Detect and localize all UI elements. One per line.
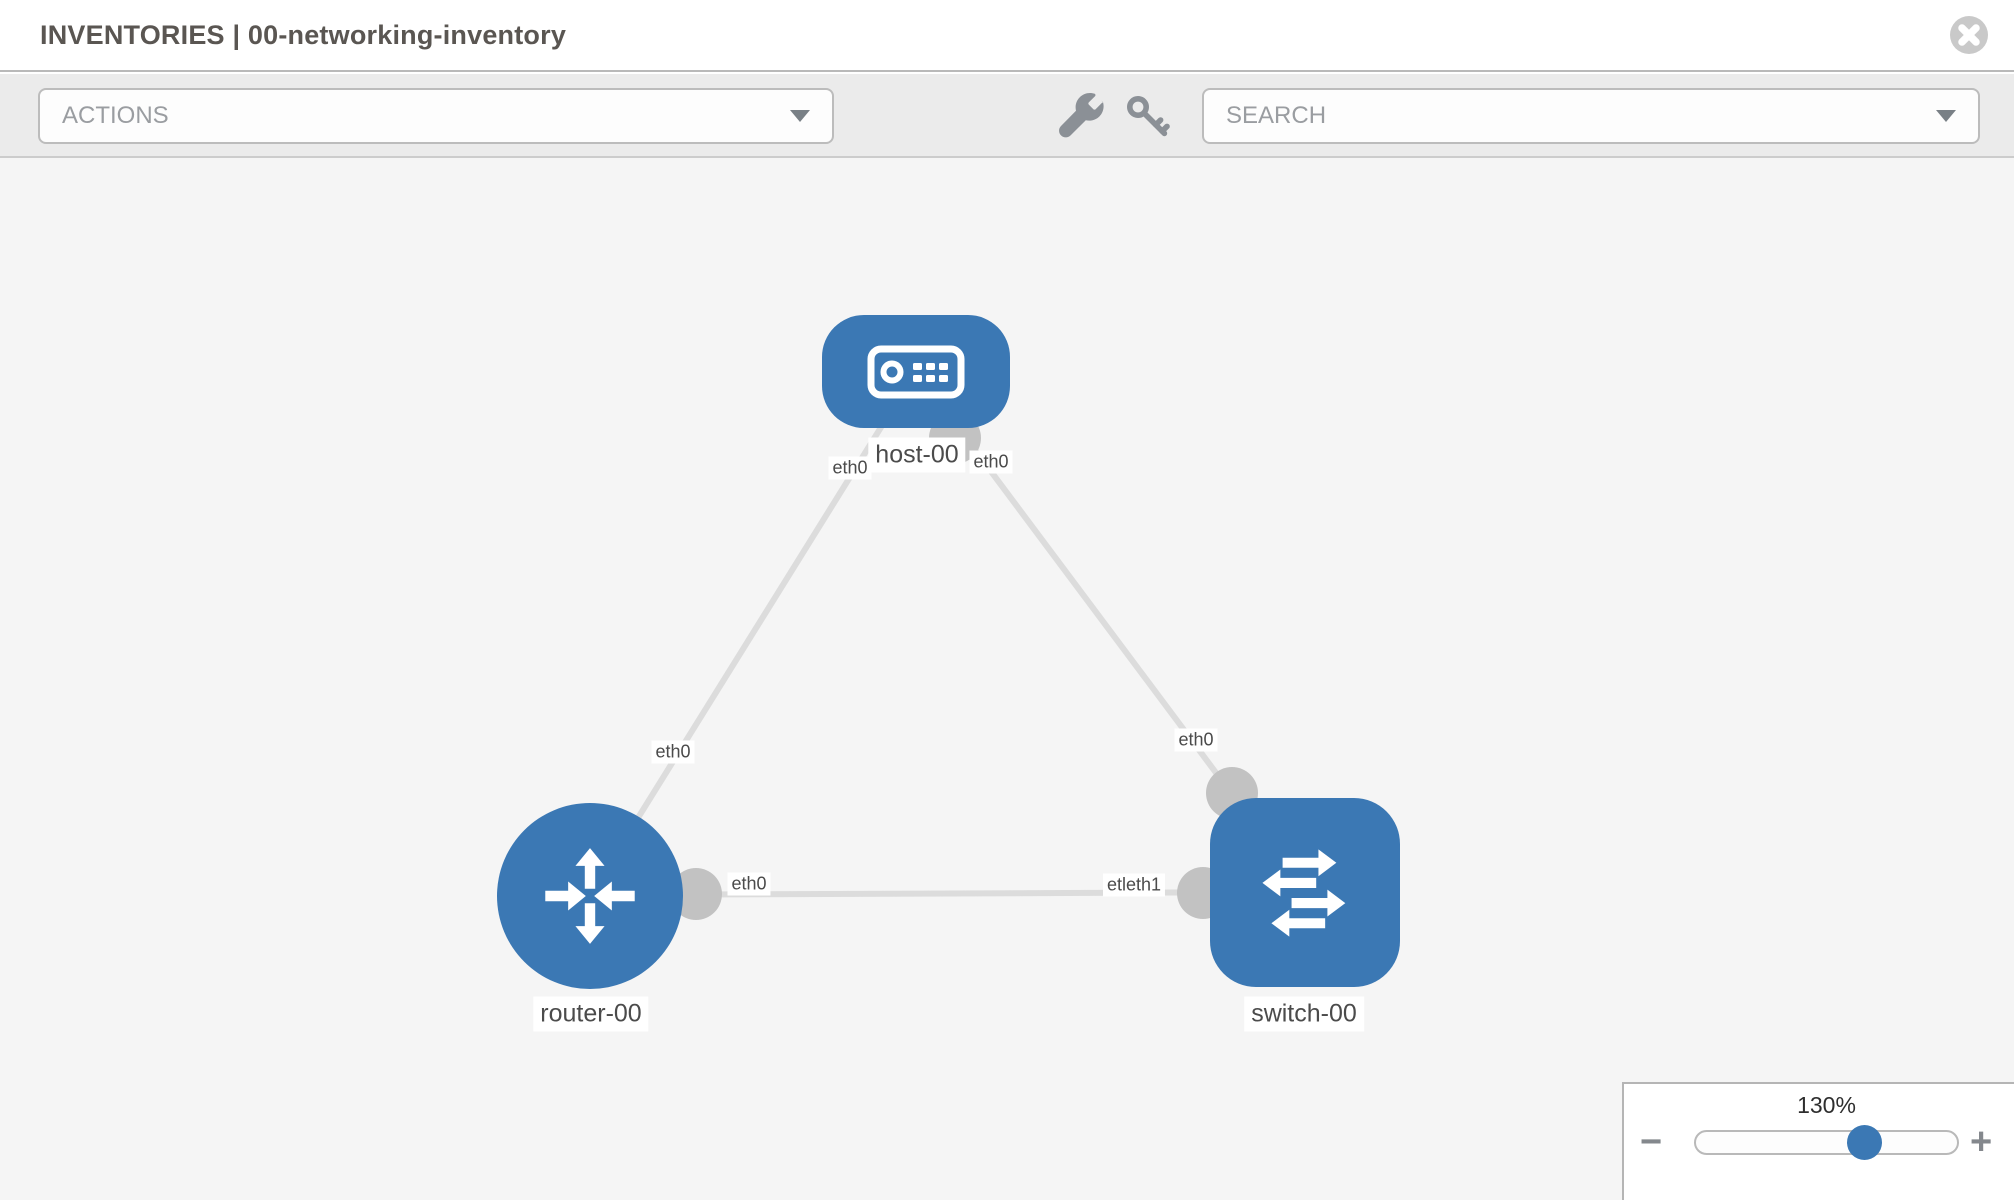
interface-label: eth0 [727,872,771,896]
interface-label: eth0 [1174,728,1218,752]
toolbar: ACTIONS SEARCH [0,74,2014,158]
zoom-slider-thumb[interactable] [1847,1125,1882,1160]
search-dropdown[interactable]: SEARCH [1202,88,1980,144]
node-label-host: host-00 [868,437,966,473]
close-icon [1950,16,1988,54]
interface-label: eth0 [828,456,872,480]
actions-dropdown-label: ACTIONS [62,102,169,129]
close-button[interactable] [1949,15,1989,55]
wrench-icon [1059,93,1104,138]
zoom-out-button[interactable]: − [1640,1121,1663,1163]
node-label-router: router-00 [533,996,649,1032]
key-icon [1127,96,1170,137]
search-dropdown-label: SEARCH [1226,102,1327,129]
node-router-00[interactable] [497,803,683,989]
zoom-in-button[interactable]: + [1970,1121,1993,1163]
zoom-slider-track[interactable] [1694,1130,1959,1155]
page-title: INVENTORIES | 00-networking-inventory [40,20,567,50]
router-icon [545,848,635,944]
zoom-panel: 130% − + [1622,1082,2014,1200]
zoom-level-value: 130% [1797,1092,1856,1118]
port-dot-router-eth0 [670,868,722,920]
interface-label: etleth1 [1102,873,1166,897]
switch-icon [1262,848,1346,937]
interface-label: eth0 [969,450,1013,474]
node-host-00[interactable] [822,315,1010,428]
topology-links-layer [587,369,1308,920]
credentials-button[interactable] [1124,92,1172,140]
chevron-down-icon [790,110,810,122]
actions-dropdown[interactable]: ACTIONS [38,88,834,144]
adhoc-commands-button[interactable] [1058,92,1106,140]
topology-canvas[interactable]: host-00 router-00 switch-00 eth0 eth0 et… [0,158,2014,1200]
chevron-down-icon [1936,110,1956,122]
page-header: INVENTORIES | 00-networking-inventory [0,0,2014,72]
node-label-switch: switch-00 [1244,996,1364,1032]
host-icon [867,345,965,398]
interface-label: eth0 [651,740,695,764]
node-switch-00[interactable] [1210,798,1400,987]
